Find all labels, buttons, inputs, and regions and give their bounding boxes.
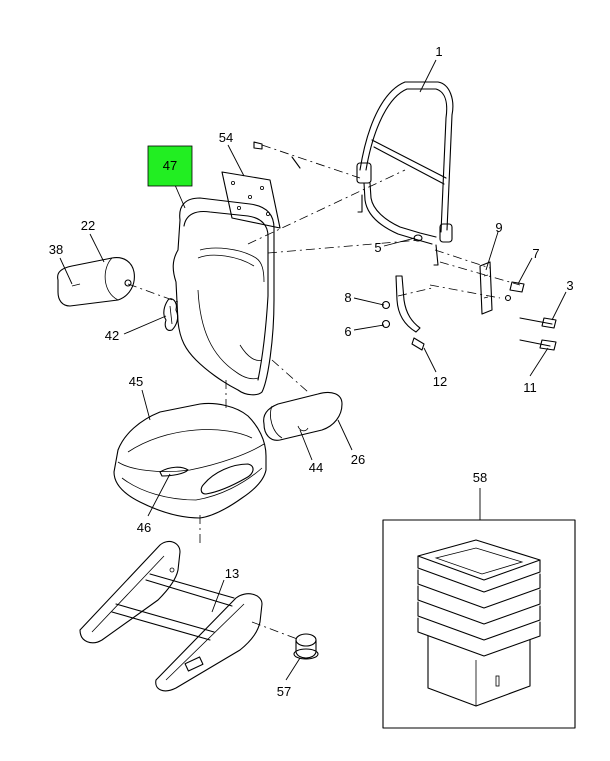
detail-box — [382, 519, 576, 729]
seat-cushion-icon — [113, 402, 267, 519]
callout-47: 47 — [163, 158, 177, 173]
callout-57[interactable]: 57 — [277, 684, 291, 699]
armrest-right-icon — [263, 391, 343, 441]
callout-44[interactable]: 44 — [309, 460, 323, 475]
armrest-left-icon — [57, 257, 135, 307]
callout-8[interactable]: 8 — [344, 290, 351, 305]
callout-47-highlight[interactable]: 47 — [147, 145, 193, 187]
callout-45[interactable]: 45 — [129, 374, 143, 389]
callout-58[interactable]: 58 — [473, 470, 487, 485]
callout-22[interactable]: 22 — [81, 218, 95, 233]
callout-38[interactable]: 38 — [49, 242, 63, 257]
callout-54[interactable]: 54 — [219, 130, 233, 145]
mount-plate — [479, 261, 493, 315]
callout-9[interactable]: 9 — [495, 220, 502, 235]
callout-42[interactable]: 42 — [105, 328, 119, 343]
label-plate-icon — [221, 141, 301, 229]
bellows-boot-icon — [417, 539, 541, 707]
knob-icon — [293, 633, 319, 660]
callout-12[interactable]: 12 — [433, 374, 447, 389]
callout-3[interactable]: 3 — [566, 278, 573, 293]
leader-lines — [59, 59, 567, 681]
callout-11[interactable]: 11 — [523, 380, 537, 395]
callout-1[interactable]: 1 — [435, 44, 442, 59]
highlight-box — [147, 145, 193, 187]
callout-6[interactable]: 6 — [344, 324, 351, 339]
bolts — [504, 281, 557, 351]
callout-labels: 1 54 22 38 42 45 46 44 26 5 9 7 3 8 6 12… — [49, 44, 574, 699]
callout-7[interactable]: 7 — [532, 246, 539, 261]
seat-base-frame-icon — [79, 540, 263, 692]
headrest-frame-icon — [356, 81, 454, 266]
callout-13[interactable]: 13 — [225, 566, 239, 581]
callout-26[interactable]: 26 — [351, 452, 365, 467]
callout-5[interactable]: 5 — [374, 240, 381, 255]
seat-back-icon — [163, 197, 275, 396]
bracket-assembly — [381, 275, 425, 351]
callout-46[interactable]: 46 — [137, 520, 151, 535]
